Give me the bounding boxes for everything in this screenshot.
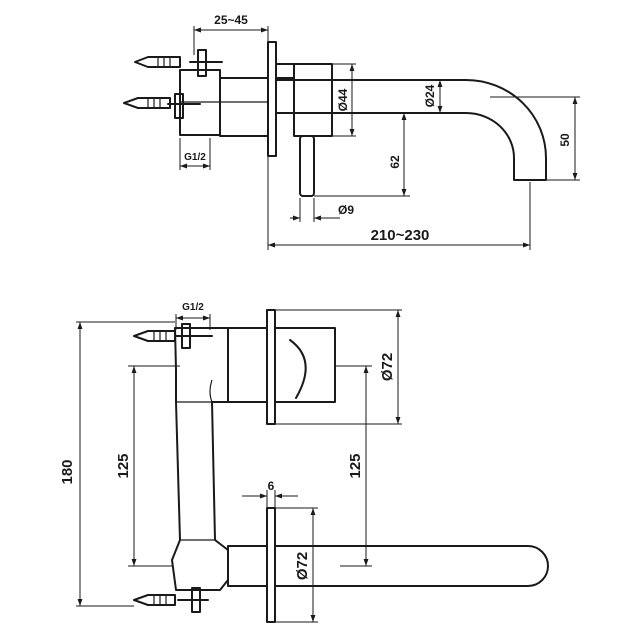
dim-lever-diameter: Ø9	[290, 198, 354, 222]
dim-thread-bottom: G1/2	[175, 302, 211, 330]
dim-spout-reach: 210~230	[267, 156, 531, 250]
dim-inlet-spacing: 125	[115, 365, 180, 567]
dim-inlet-spacing-label: 125	[115, 453, 132, 478]
dim-thread-top: G1/2	[179, 138, 211, 170]
dim-plate-thickness-label: 6	[268, 479, 275, 493]
handle-body	[227, 327, 336, 403]
dim-handle-plate-label: Ø72	[379, 353, 396, 381]
front-view: G1/2 180 125 Ø72 125	[59, 302, 549, 623]
spout	[275, 79, 547, 181]
dim-lever-diameter-label: Ø9	[338, 203, 354, 217]
dim-outlet-spacing-label: 125	[347, 453, 364, 478]
inlet-screw-lower	[123, 93, 201, 119]
dim-body-diameter-label: Ø44	[336, 88, 350, 111]
thread-label-top: G1/2	[184, 152, 206, 163]
dim-overall-height-label: 180	[59, 459, 76, 484]
dim-plate-thickness: 6	[242, 479, 298, 508]
side-view: 25~45 Ø44 Ø24 62 50	[123, 13, 580, 250]
inlet-screw-top	[133, 323, 213, 349]
inlet-screw-bottom	[133, 587, 209, 613]
spout-wall-plate	[266, 507, 276, 623]
handle	[275, 63, 333, 197]
dim-spout-drop-label: 50	[558, 133, 572, 147]
dim-spout-diameter: Ø24	[423, 80, 443, 113]
dim-outlet-spacing: 125	[335, 365, 372, 567]
dim-mount-depth-label: 25~45	[214, 13, 248, 27]
thread-label-bottom: G1/2	[182, 302, 204, 313]
dim-overall-height: 180	[59, 321, 175, 607]
dim-mount-depth: 25~45	[193, 13, 269, 55]
dim-body-diameter: Ø44	[332, 63, 356, 137]
inlet-screw-upper	[134, 49, 223, 77]
dim-spout-diameter-label: Ø24	[423, 84, 437, 107]
dim-spout-plate-label: Ø72	[294, 552, 311, 580]
spout-front	[274, 545, 549, 587]
handle-wall-plate	[266, 309, 276, 425]
dim-spout-reach-label: 210~230	[371, 227, 430, 244]
valve-body-casting	[171, 327, 229, 591]
wall-plate	[267, 41, 277, 157]
dim-lever-height-label: 62	[388, 155, 402, 169]
dim-lever-height: 62	[314, 112, 410, 197]
spout-connector	[227, 545, 268, 587]
dim-spout-plate: Ø72	[275, 507, 318, 623]
dim-spout-drop: 50	[490, 96, 580, 181]
dim-handle-plate: Ø72	[275, 309, 402, 425]
